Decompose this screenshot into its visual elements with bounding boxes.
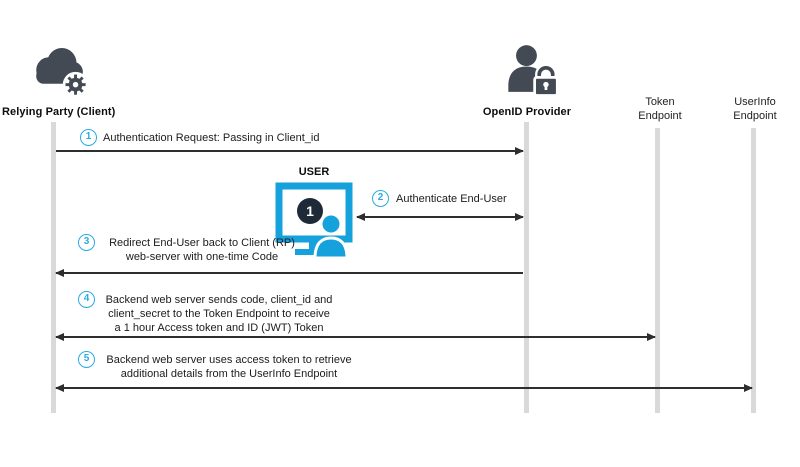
userinfo-endpoint-line2: Endpoint <box>733 110 777 122</box>
step-4-line1: Backend web server sends code, client_id… <box>105 294 333 306</box>
step-5-number: 5 <box>78 351 95 368</box>
actor-label-openid-provider: OpenID Provider <box>482 106 572 118</box>
user-monitor-icon: 1 <box>274 182 354 260</box>
lifeline-token-endpoint <box>655 128 660 413</box>
step-2-text: Authenticate End-User <box>396 193 507 205</box>
step-4-line2: client_secret to the Token Endpoint to r… <box>108 308 330 320</box>
lifeline-relying-party <box>51 122 56 413</box>
actor-label-relying-party: Relying Party (Client) <box>2 106 116 118</box>
arrowhead-right-icon <box>744 384 753 392</box>
lifeline-userinfo-endpoint <box>751 128 756 413</box>
token-endpoint-line1: Token <box>645 96 675 108</box>
arrow-step-1 <box>56 147 524 155</box>
step-2-number: 2 <box>372 190 389 207</box>
actor-label-userinfo-endpoint: UserInfo Endpoint <box>715 95 795 123</box>
step-5-text: Backend web server uses access token to … <box>96 353 362 381</box>
step-5-line2: additional details from the UserInfo End… <box>120 368 338 380</box>
arrow-step-3 <box>55 269 523 277</box>
cloud-gear-icon <box>28 40 92 100</box>
arrowhead-right-icon <box>515 213 524 221</box>
step-4-number: 4 <box>78 291 95 308</box>
userinfo-endpoint-line1: UserInfo <box>734 96 776 108</box>
step-3-line1: Redirect End-User back to Client (RP) <box>109 237 295 249</box>
person-lock-icon <box>502 42 560 100</box>
actor-label-token-endpoint: Token Endpoint <box>620 95 700 123</box>
arrow-step-2 <box>356 213 524 221</box>
step-5-line1: Backend web server uses access token to … <box>106 354 352 366</box>
monitor-badge-number: 1 <box>306 203 314 219</box>
step-4-text: Backend web server sends code, client_id… <box>96 293 342 335</box>
arrowhead-right-icon <box>647 333 656 341</box>
arrowhead-left-icon <box>55 384 64 392</box>
step-4-line3: a 1 hour Access token and ID (JWT) Token <box>114 322 324 334</box>
step-1-number: 1 <box>80 129 97 146</box>
token-endpoint-line2: Endpoint <box>638 110 682 122</box>
step-3-number: 3 <box>78 234 95 251</box>
arrow-step-4 <box>55 333 656 341</box>
user-label: USER <box>298 166 330 178</box>
step-3-line2: web-server with one-time Code <box>125 251 279 263</box>
arrowhead-right-icon <box>515 147 524 155</box>
step-1-text: Authentication Request: Passing in Clien… <box>103 132 320 144</box>
arrowhead-left-icon <box>55 269 64 277</box>
step-3-text: Redirect End-User back to Client (RP) we… <box>96 236 308 264</box>
arrowhead-left-icon <box>356 213 365 221</box>
arrow-step-5 <box>55 384 753 392</box>
lifeline-openid-provider <box>524 122 529 413</box>
arrowhead-left-icon <box>55 333 64 341</box>
